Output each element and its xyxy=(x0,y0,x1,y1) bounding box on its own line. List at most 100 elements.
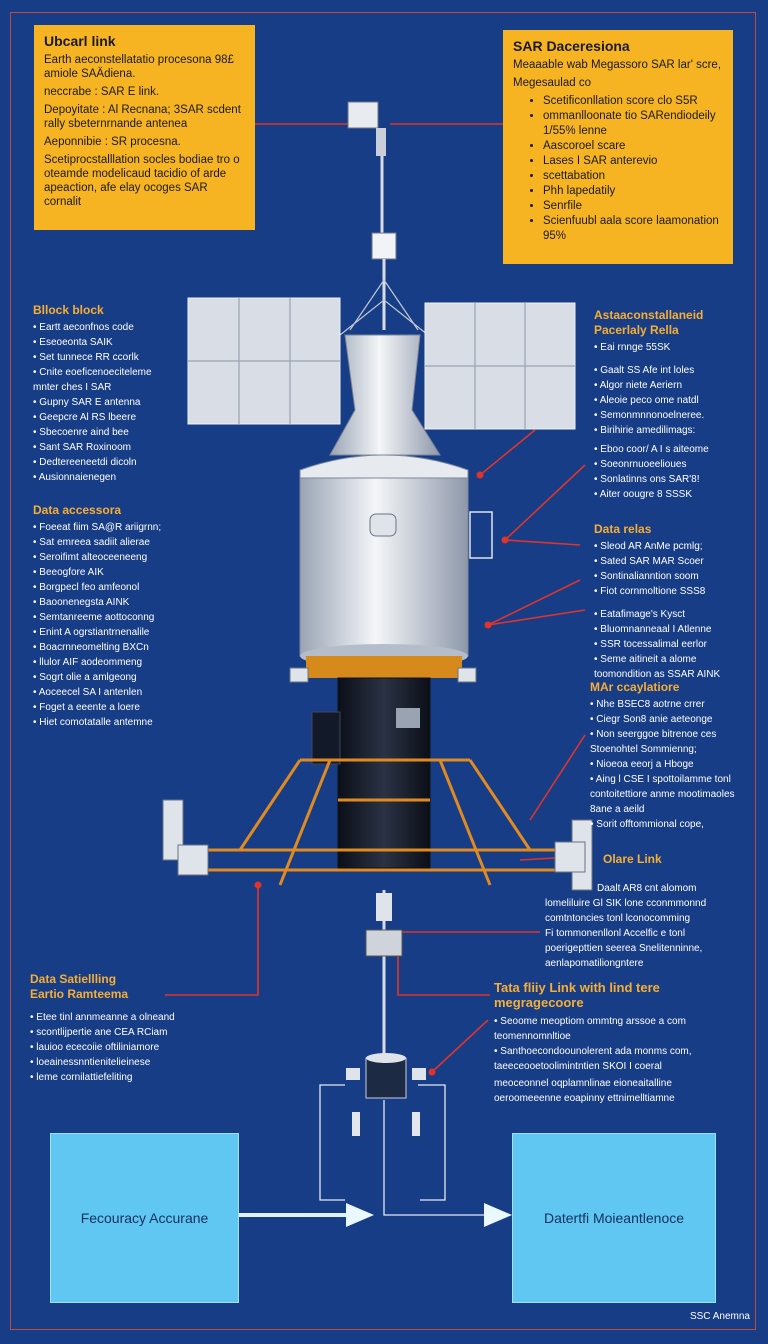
list-item: Eboo coor/ A I s aiteome xyxy=(594,442,744,457)
solar-panel-right xyxy=(424,302,576,430)
info-line: neccrabe : SAR E link. xyxy=(44,86,160,98)
section-data-accessora: Data accessora Foeeat fiim SA@R ariigrnn… xyxy=(33,503,208,730)
list-item: Ausionnaienegen xyxy=(33,470,208,485)
list-item: Sbecoenre aind bee xyxy=(33,425,208,440)
section-heading: Olare Link xyxy=(603,852,662,866)
list-item: Geepcre Al RS lbeere xyxy=(33,410,208,425)
list-item: llulor AIF aodeommeng xyxy=(33,655,208,670)
list-item: Sorit offtommional cope, xyxy=(590,817,745,832)
list-item: comtntoncies tonl lconocomming xyxy=(545,913,691,924)
info-line: Aeponnibie : SR procesna. xyxy=(44,136,181,148)
section-heading: Data accessora xyxy=(33,503,122,517)
propulsion-module xyxy=(306,656,462,869)
section-list: Etee tinl annmeanne a olneand scontlijpe… xyxy=(30,1010,215,1085)
list-item: Nioeoa eeorj a Hboge xyxy=(590,757,745,772)
list-item: aenlapomatiliongntere xyxy=(545,958,644,969)
section-heading: Astaaconstallaneid Pacerlaly Rella xyxy=(594,308,704,337)
footer-label: SSC Anemna xyxy=(689,1311,750,1322)
list-item: poerigepttien seerea Snelitenninne, xyxy=(545,943,703,954)
list-item: loeainessnntienitelieinese xyxy=(30,1055,215,1070)
list-item: Aing l CSE I spottoilamme tonl contoitet… xyxy=(590,772,745,817)
leader-dots xyxy=(254,471,509,1076)
list-item: Baoonenegsta AINK xyxy=(33,595,208,610)
section-data-fliiy-link: Tata fliiy Link with lind tere megrageco… xyxy=(494,980,744,1106)
list-item: Non seerggoe bitrenoe ces Stoenohtel Som… xyxy=(590,727,745,757)
info-line: Depoyitate : Al Recnana; 3SAR scdent ral… xyxy=(44,104,241,130)
section-mac-ccaylatiore: MAr ccaylatiore Nhe BSEC8 aotrne crrer C… xyxy=(590,680,745,832)
page-border xyxy=(10,12,756,1330)
list-item: Sant SAR Roxinoom xyxy=(33,440,208,455)
section-heading: Bllock block xyxy=(33,303,104,317)
list-item: SSR tocessalimal eerlor xyxy=(594,637,744,652)
info-line: Meaaable wab Megassoro SAR lar' scre, xyxy=(513,59,722,71)
list-item: Aoceecel SA I antenlen xyxy=(33,685,208,700)
list-item: Nhe BSEC8 aotrne crrer xyxy=(590,697,745,712)
list-item: Eartt aeconfnos code xyxy=(33,320,208,335)
section-list: Nhe BSEC8 aotrne crrer Ciegr Son8 anie a… xyxy=(590,697,745,832)
section-heading: Data relas xyxy=(594,522,652,536)
list-item: Seoome meoptiom ommtng arssoe a com teom… xyxy=(494,1014,739,1044)
list-item: Lases I SAR anterevio xyxy=(543,154,723,169)
accuracy-box: Fecouracy Accurane xyxy=(50,1133,239,1303)
list-item: Boacrnneomelting BXCn xyxy=(33,640,208,655)
section-list: Eai rnnge 55SK xyxy=(594,340,744,355)
list-item: Daalt AR8 cnt alomom xyxy=(597,883,697,894)
list-item: Hiet comotatalle antemne xyxy=(33,715,208,730)
list-item: Scienfuubl aala score laamonation 95% xyxy=(543,214,723,244)
list-item: Ciegr Son8 anie aeteonge xyxy=(590,712,745,727)
list-item: Soeonrnuoeelioues xyxy=(594,457,744,472)
list-item: Santhoecondoounolerent ada monms com, ta… xyxy=(494,1044,739,1074)
section-list: Foeeat fiim SA@R ariigrnn; Sat emreea sa… xyxy=(33,520,208,730)
section-block: Bllock block Eartt aeconfnos code Eseoeo… xyxy=(33,303,208,485)
section-list: Daalt AR8 cnt alomom lomeliluire Gl SIK … xyxy=(545,881,745,971)
upper-body xyxy=(299,334,469,481)
accuracy-box-label: Fecouracy Accurane xyxy=(80,1210,209,1226)
flow-arrows xyxy=(237,1203,512,1227)
list-item: Fiot cornmoltione SSS8 xyxy=(594,584,744,599)
list-item: Foget a eeente a loere xyxy=(33,700,208,715)
list-item: Algor niete Aeriern xyxy=(594,378,744,393)
list-item: meoceonnel oqplamnlinae eioneaitalline xyxy=(494,1078,672,1089)
section-heading: MAr ccaylatiore xyxy=(590,680,680,694)
list-item: Semonmnnonoelneree. xyxy=(594,408,744,423)
info-box-title: Ubcarl link xyxy=(44,33,116,49)
list-item: Foeeat fiim SA@R ariigrnn; xyxy=(33,520,208,535)
lower-stack xyxy=(346,890,426,1136)
section-list: Seoome meoptiom ommtng arssoe a com teom… xyxy=(494,1014,744,1074)
section-data-relas: Data relas Sleod AR AnMe pcmlg; Sated SA… xyxy=(594,522,744,682)
info-list: Scetificonllation score clo S5R ommanllo… xyxy=(513,94,723,244)
list-item: Senrfile xyxy=(543,199,723,214)
list-item: Dedtereeneetdi dicoln xyxy=(33,455,208,470)
list-item: Sat emreea sadiit alierae xyxy=(33,535,208,550)
section-list: Eartt aeconfnos code Eseoeonta SAIK Set … xyxy=(33,320,208,485)
list-item: Sonlatinns ons SAR'8! xyxy=(594,472,744,487)
list-item: Eatafimage's Kysct xyxy=(594,607,744,622)
maintenance-box: Datertfi Moieantlenoce xyxy=(512,1133,716,1303)
orange-truss xyxy=(180,758,590,886)
info-line: Megesaulad co xyxy=(513,77,591,89)
list-item: Etee tinl annmeanne a olneand xyxy=(30,1010,215,1025)
info-box-title: SAR Daceresiona xyxy=(513,38,630,54)
list-item: Seroifimt alteoceeneeng xyxy=(33,550,208,565)
info-box-sar: SAR Daceresiona Meaaable wab Megassoro S… xyxy=(503,30,733,264)
section-list: Sleod AR AnMe pcmlg; Sated SAR MAR Scoer… xyxy=(594,539,744,599)
list-item: lomeliluire Gl SIK lone cconmmonnd xyxy=(545,898,707,909)
list-item: ommanlloonate tio SARendiodeily 1/55% le… xyxy=(543,109,723,139)
list-item: scettabation xyxy=(543,169,723,184)
section-list: meoceonnel oqplamnlinae eioneaitalline o… xyxy=(494,1076,744,1106)
list-item: Sated SAR MAR Scoer xyxy=(594,554,744,569)
info-box-uplink: Ubcarl link Earth aeconstellatatio proce… xyxy=(34,25,255,230)
solar-panel-left xyxy=(187,297,341,425)
list-item: Seme aitineit a alome toomondition as SS… xyxy=(594,652,744,682)
list-item: Phh lapedatily xyxy=(543,184,723,199)
section-heading: Data Satiellling Eartio Ramteema xyxy=(30,972,129,1001)
side-instruments xyxy=(162,667,593,891)
list-item: Semtanreeme aottoconng xyxy=(33,610,208,625)
list-item: Gaalt SS Afe int loles xyxy=(594,363,744,378)
section-list: Gaalt SS Afe int loles Algor niete Aerie… xyxy=(594,363,744,438)
section-pacerlaly-rella: Astaaconstallaneid Pacerlaly Rella Eai r… xyxy=(594,308,744,502)
list-item: Scetificonllation score clo S5R xyxy=(543,94,723,109)
info-line: Earth aeconstellatatio procesona 98£ ami… xyxy=(44,54,234,80)
list-item: Enint A ogrstiantrnenalile xyxy=(33,625,208,640)
